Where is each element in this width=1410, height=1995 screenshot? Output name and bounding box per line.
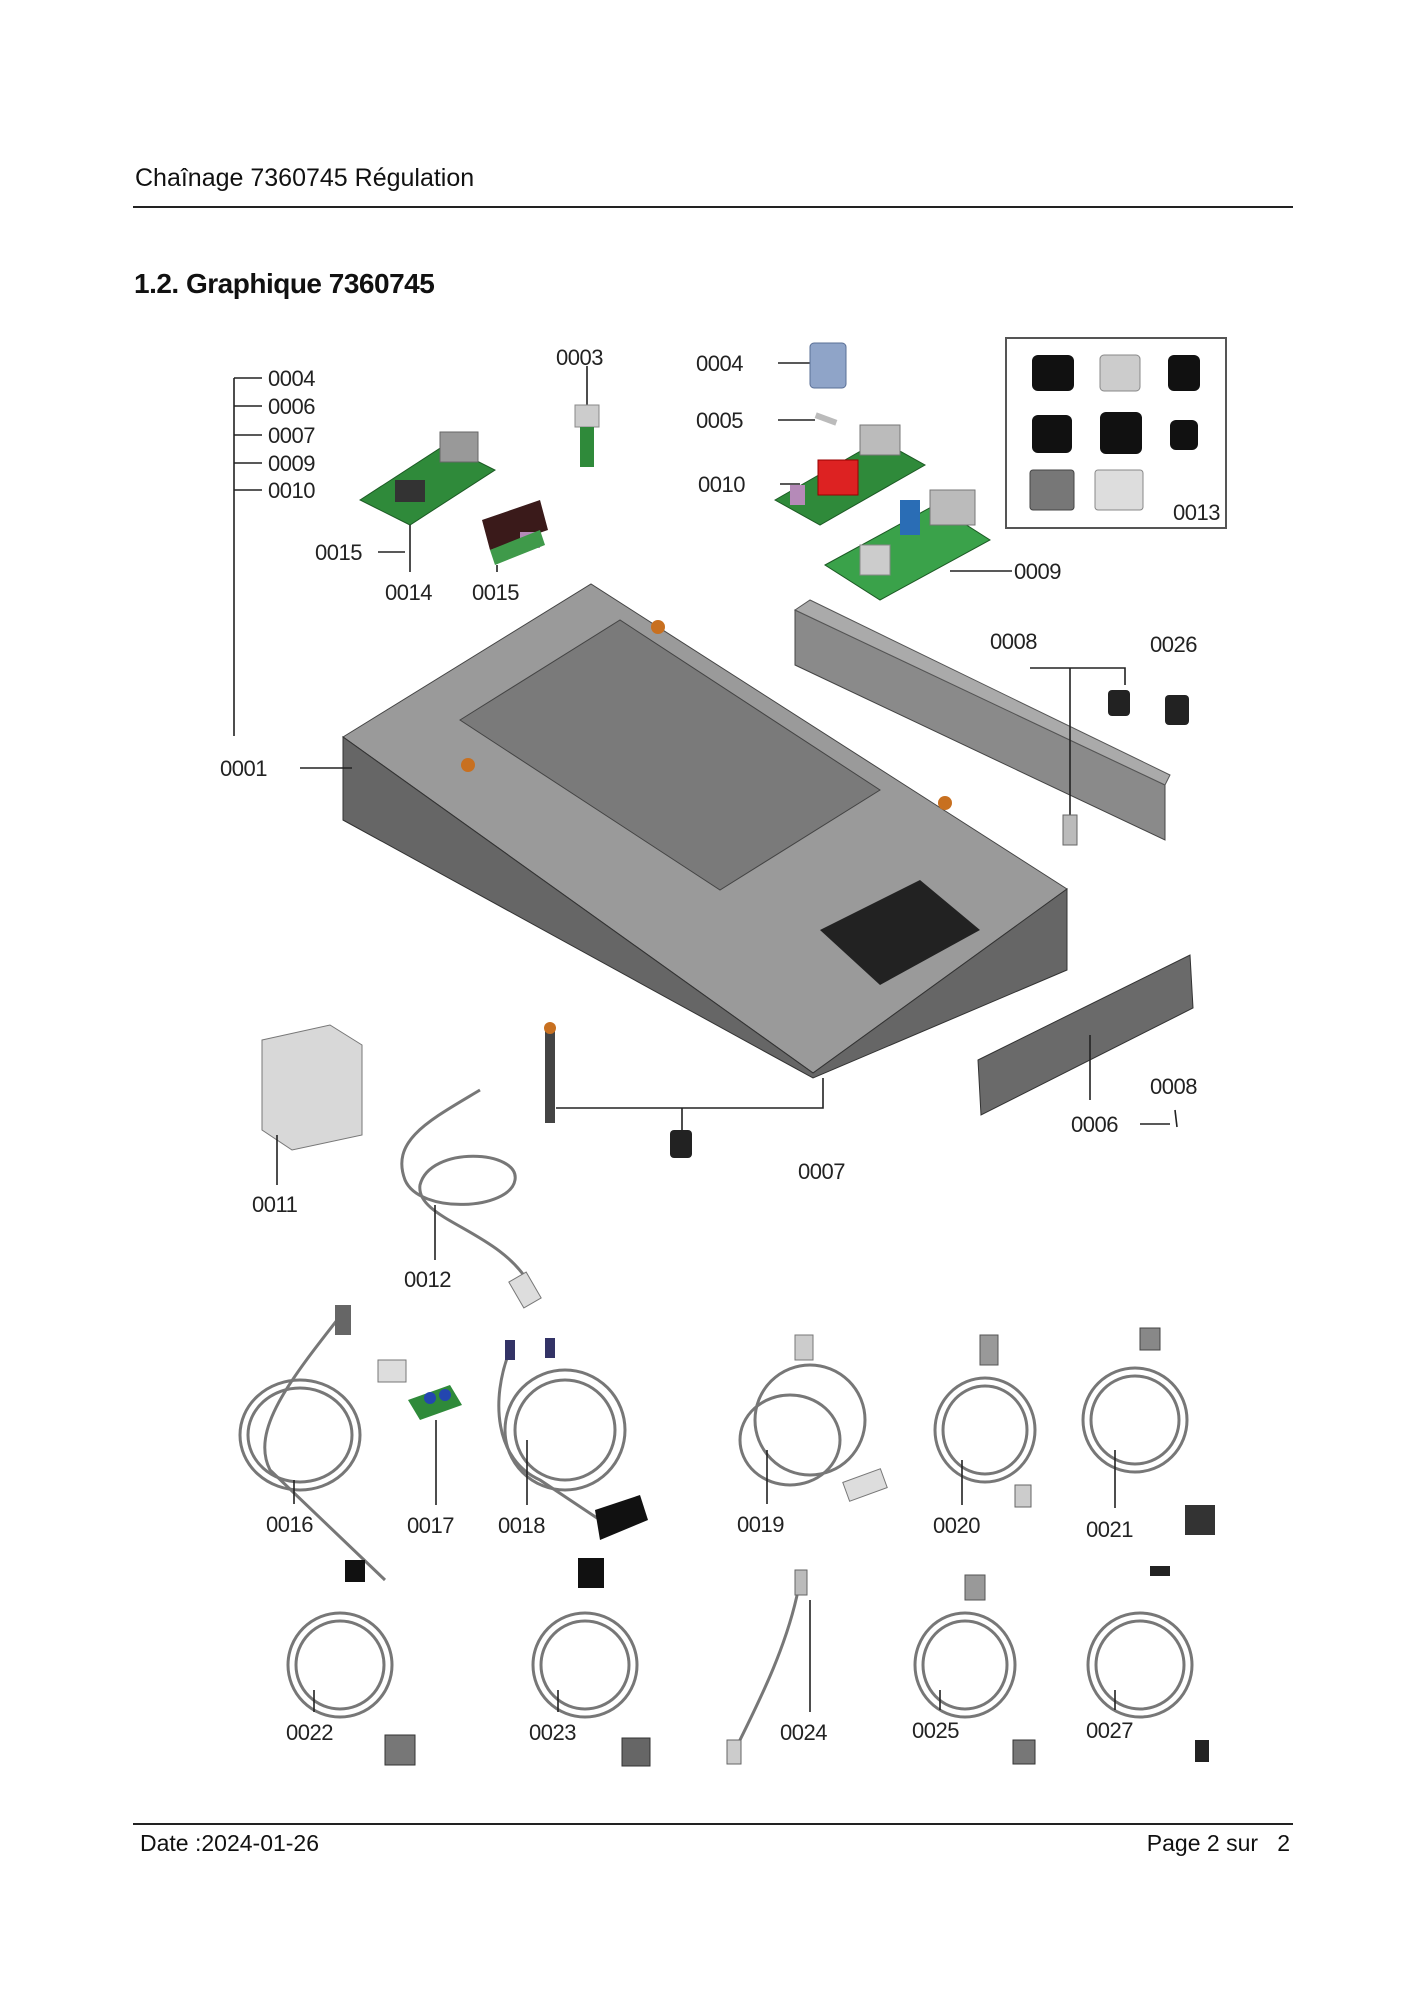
callout-label: 0010: [698, 472, 745, 497]
callout-label: 0004: [696, 351, 743, 376]
callout-label: 0009: [268, 451, 315, 476]
part-0004-0005: [778, 342, 847, 426]
footer-date: Date :2024-01-26: [140, 1830, 320, 1856]
callout-label: 0006: [268, 394, 315, 419]
callout-label: 0011: [252, 1192, 298, 1217]
callout-label: 0017: [407, 1513, 454, 1538]
callout-label: 0024: [780, 1720, 827, 1745]
footer-page-number: Page 2 sur 2: [1146, 1830, 1290, 1856]
part-cable-0022: [286, 1560, 416, 1766]
callout-label: 0008: [990, 629, 1037, 654]
part-pcb-0010: [773, 424, 927, 526]
callout-label: 0003: [556, 345, 603, 370]
callout-label: 0022: [286, 1720, 333, 1745]
part-display-0015: [482, 500, 548, 572]
part-housing-0001: [300, 583, 1068, 1079]
callout-label: 0012: [404, 1267, 451, 1292]
section-title: 1.2. Graphique 7360745: [134, 268, 435, 299]
document-header: Chaînage 7360745 Régulation: [135, 164, 475, 192]
callout-label: 0014: [385, 580, 432, 605]
part-cable-0018: [497, 1338, 648, 1540]
callout-label: 0016: [266, 1512, 313, 1537]
callout-label: 0005: [696, 408, 743, 433]
part-cable-0025: [913, 1574, 1036, 1765]
part-module-0011: [261, 1024, 363, 1185]
part-pcb-0017: [377, 1359, 462, 1505]
part-pcb-0009: [824, 489, 1012, 601]
callout-label: 0015: [472, 580, 519, 605]
part-pcb-0014: [358, 431, 497, 572]
callout-label: 0004: [268, 366, 315, 391]
callout-label: 0007: [268, 423, 315, 448]
callout-label: 0001: [220, 756, 267, 781]
callout-label: 0009: [1014, 559, 1061, 584]
part-cable-0024: [726, 1569, 811, 1765]
callout-label: 0023: [529, 1720, 576, 1745]
callout-label: 0008: [1150, 1074, 1197, 1099]
callout-label: 0020: [933, 1513, 980, 1538]
callout-label: 0015: [315, 540, 362, 565]
callout-label: 0026: [1150, 632, 1197, 657]
callout-label: 0018: [498, 1513, 545, 1538]
part-front-cover-0006: [977, 954, 1194, 1128]
part-cable-0023: [531, 1558, 651, 1767]
part-probe-0012: [400, 1088, 542, 1309]
part-cable-0019: [738, 1334, 888, 1504]
part-terminal-strip-0008: [793, 599, 1189, 846]
callout-label: 0019: [737, 1512, 784, 1537]
callout-label: 0027: [1086, 1718, 1133, 1743]
callout-label: 0006: [1071, 1112, 1118, 1137]
callout-list-left: 0004 0006 0007 0009 0010: [233, 366, 316, 736]
part-cable-0027: [1086, 1566, 1209, 1762]
part-connector-kit-0013: [1005, 337, 1227, 529]
part-cable-0016: [238, 1305, 387, 1582]
callout-label: 0021: [1086, 1517, 1133, 1542]
part-cable-0020: [933, 1334, 1037, 1508]
footer-rule: [133, 1823, 1293, 1825]
callout-label: 0010: [268, 478, 315, 503]
header-rule: [133, 206, 1293, 208]
callout-label: 0025: [912, 1718, 959, 1743]
callout-labels: 0003 0004 0005 0010 0013 0009 0015 0014 …: [220, 345, 1221, 1745]
part-pillar-0007: [544, 1022, 824, 1158]
part-0003: [574, 366, 600, 467]
part-cable-0021: [1081, 1327, 1215, 1535]
callout-label: 0013: [1173, 500, 1220, 525]
callout-label: 0007: [798, 1159, 845, 1184]
